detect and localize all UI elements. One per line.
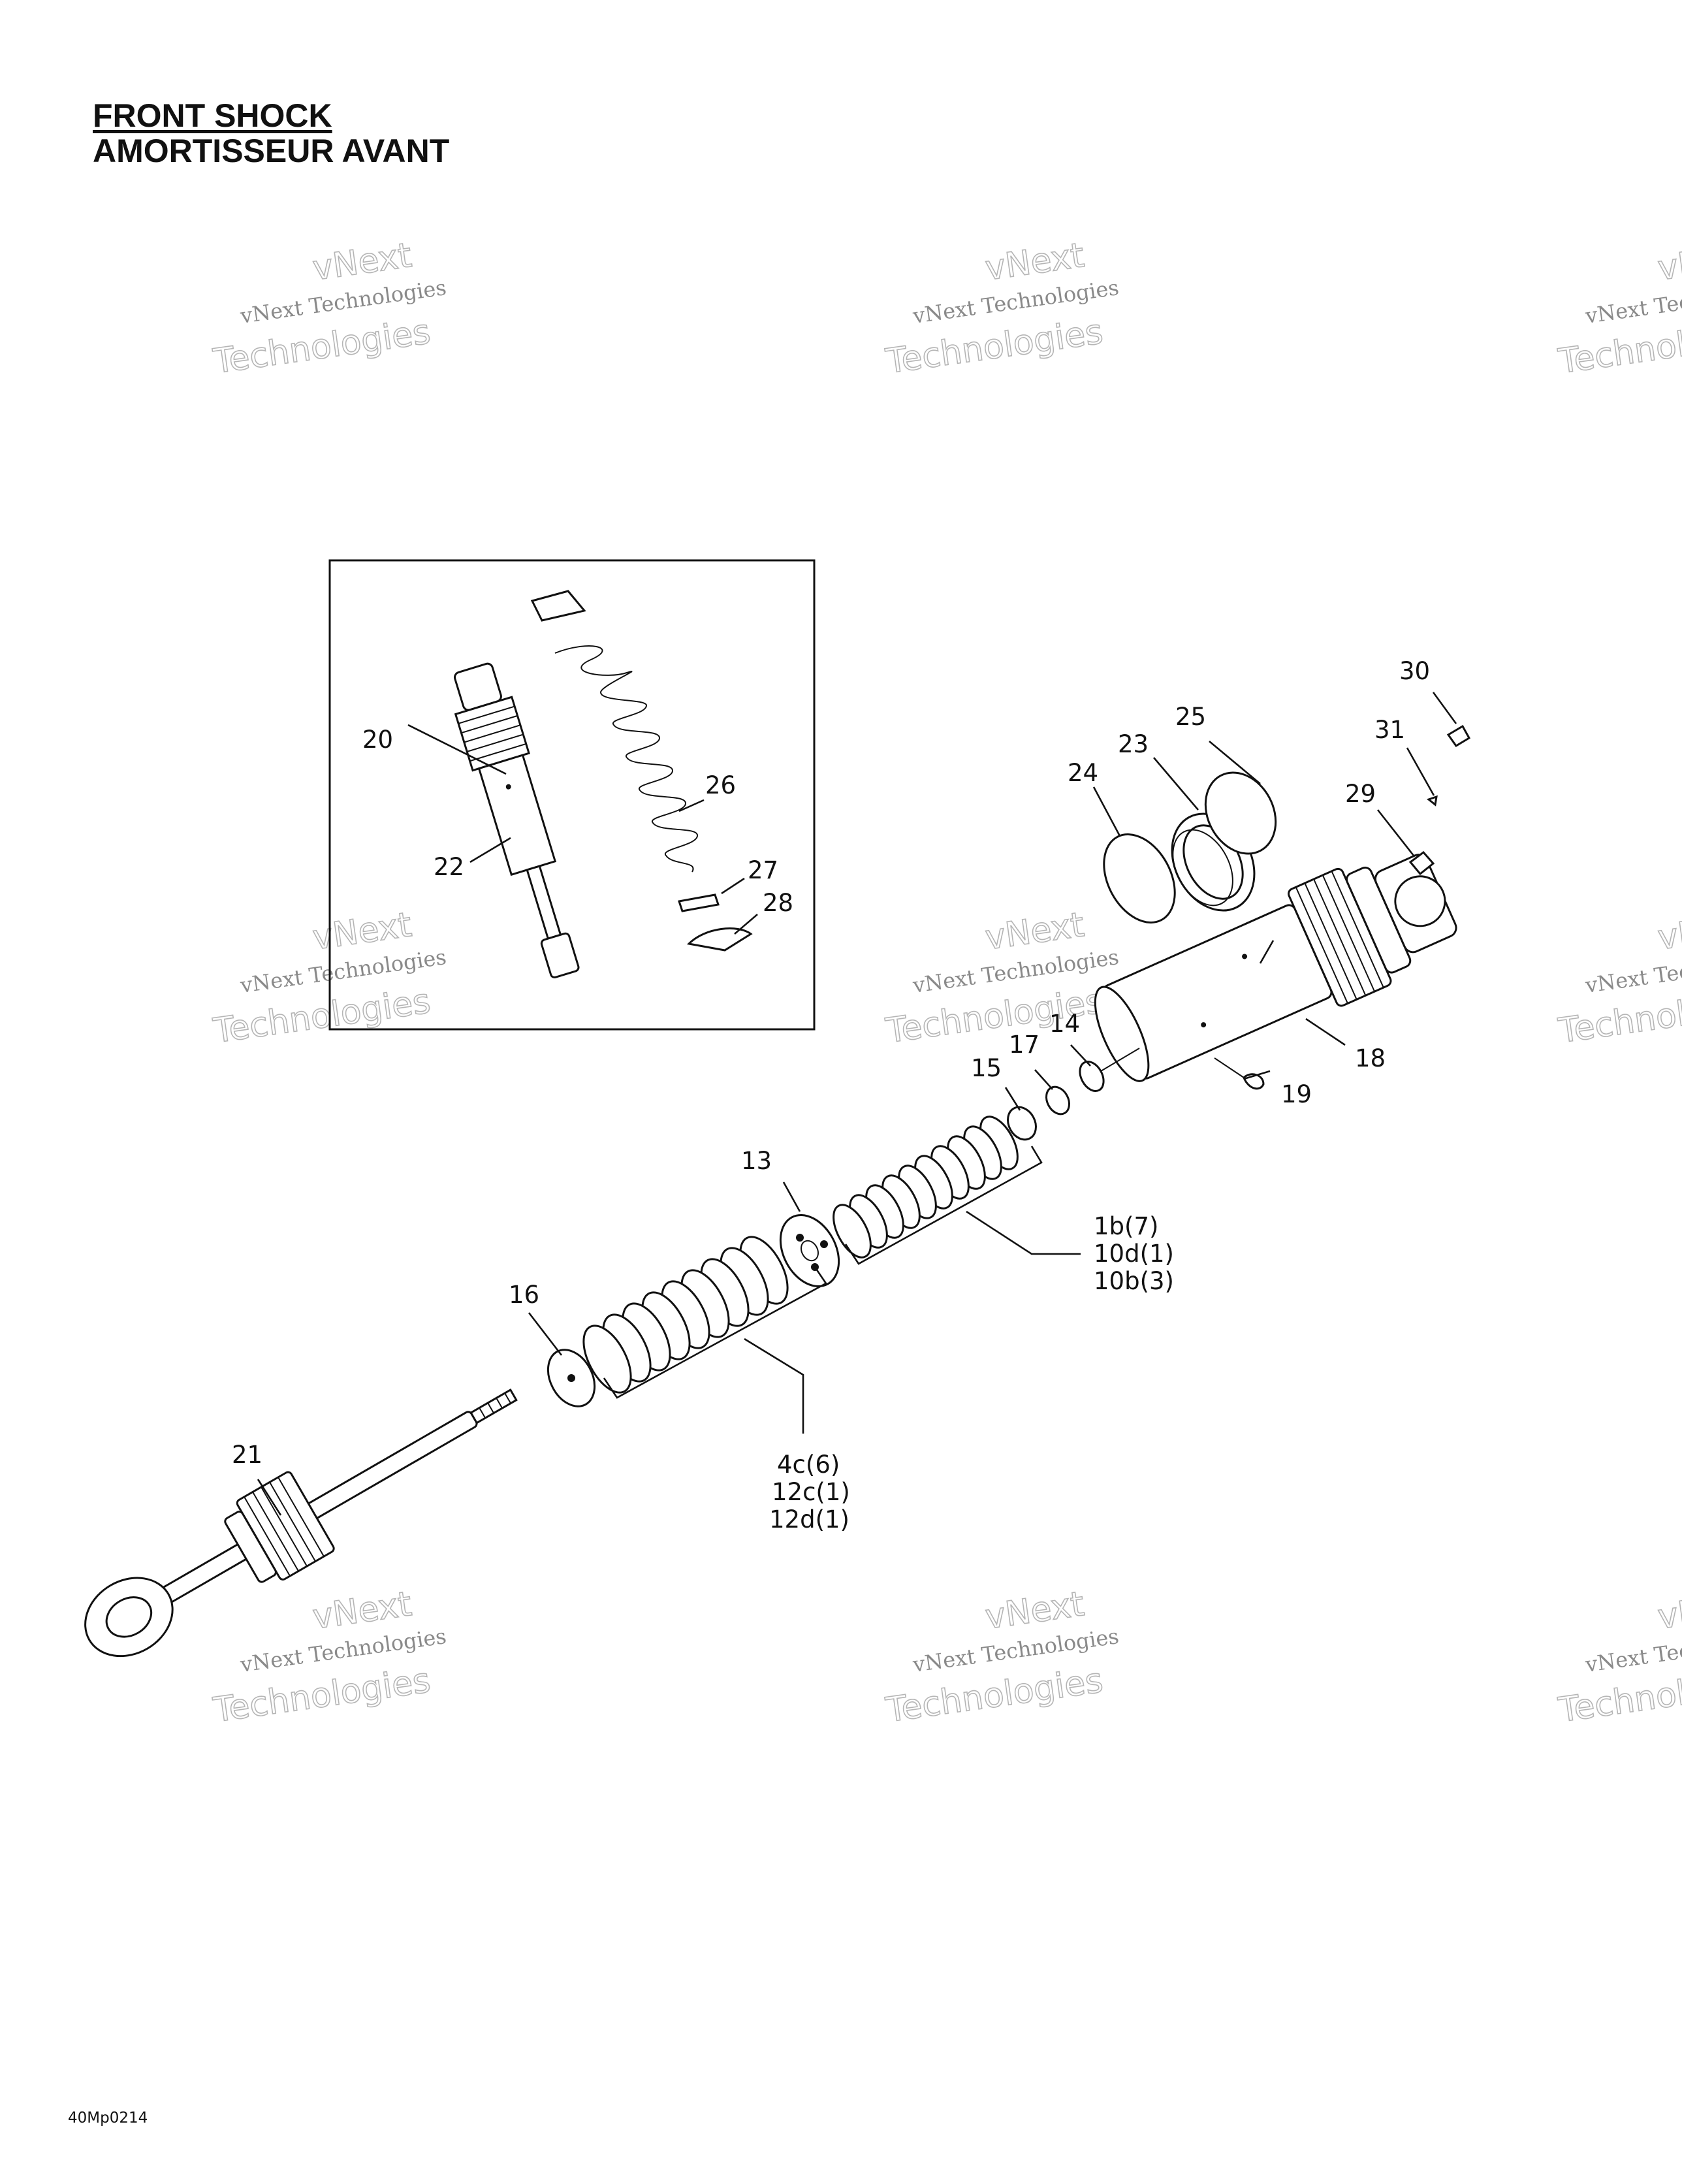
group-upper-line-1: 1b(7) [1094, 1212, 1158, 1240]
watermark-brand: vNext [983, 236, 1087, 289]
watermark: vNext vNext Technologies Technologies [1555, 1584, 1682, 1731]
watermark: vNext vNext Technologies Technologies [883, 1584, 1120, 1731]
inset-assembly [328, 559, 816, 1031]
group-lower-line-2: 12c(1) [772, 1478, 850, 1506]
watermark: vNext vNext Technologies Technologies [883, 905, 1120, 1052]
callout-labels: 20 22 26 27 28 30 31 29 25 23 24 18 19 1… [232, 657, 1430, 1534]
group-upper-line-3: 10b(3) [1094, 1267, 1174, 1295]
callout-21: 21 [232, 1441, 262, 1469]
watermark: vNext vNext Technologies Technologies [1555, 235, 1682, 382]
callout-26: 26 [705, 771, 736, 799]
group-lower-line-1: 4c(6) [777, 1451, 840, 1479]
shock-cylinder [1094, 850, 1457, 1090]
spacer [1007, 1106, 1037, 1141]
reservoir-cap-group [1103, 724, 1471, 923]
part-axis [1214, 1057, 1245, 1078]
bleed-valve [1408, 850, 1435, 876]
callout-28: 28 [763, 889, 793, 917]
lower-shim-stack [582, 1236, 789, 1394]
callout-31: 31 [1374, 716, 1405, 744]
piston-nut [1079, 1061, 1105, 1092]
callout-17: 17 [1009, 1031, 1039, 1059]
drawing-code: 40Mp0214 [68, 2110, 148, 2127]
leader-lines [257, 692, 1457, 1516]
watermark-brand: vNext [1655, 905, 1682, 958]
callout-13: 13 [741, 1147, 772, 1175]
callout-30: 30 [1399, 657, 1430, 685]
callout-25: 25 [1175, 703, 1206, 731]
inset-shock-body [453, 662, 580, 979]
group-lower-line-3: 12d(1) [769, 1505, 849, 1534]
watermark-brand: vNext [1655, 1584, 1682, 1637]
callout-14: 14 [1049, 1010, 1080, 1038]
group-upper-line-2: 10d(1) [1094, 1240, 1174, 1268]
valve-cap [1446, 724, 1471, 748]
watermark-brand: vNext [310, 1584, 414, 1637]
callout-23: 23 [1118, 730, 1149, 758]
title-block: FRONT SHOCK AMORTISSEUR AVANT [93, 98, 449, 169]
page-title: FRONT SHOCK [93, 97, 332, 134]
callout-24: 24 [1068, 759, 1098, 787]
valve-core [1426, 795, 1438, 807]
spring-seat [678, 893, 720, 912]
upper-shim-stack [833, 1116, 1019, 1259]
rod-components [547, 1048, 1140, 1407]
seal-disc [1204, 771, 1277, 855]
coil-spring [554, 645, 698, 873]
watermark-brand: vNext [310, 236, 414, 289]
shaft-assembly [84, 1389, 518, 1658]
callout-16: 16 [509, 1281, 539, 1309]
watermark-brand: vNext [1655, 236, 1682, 289]
callout-18: 18 [1355, 1044, 1386, 1072]
washer [1045, 1085, 1071, 1116]
callout-19: 19 [1281, 1080, 1312, 1108]
callout-29: 29 [1345, 780, 1376, 808]
callout-15: 15 [971, 1054, 1002, 1082]
watermark-brand: vNext [310, 905, 414, 958]
spring-retainer [686, 927, 753, 952]
watermark: vNext vNext Technologies Technologies [883, 235, 1120, 382]
watermark: vNext vNext Technologies Technologies [1555, 905, 1682, 1052]
watermark: vNext vNext Technologies Technologies [210, 1584, 448, 1731]
watermark: vNext vNext Technologies Technologies [210, 235, 448, 382]
watermark-brand: vNext [983, 905, 1087, 958]
spring-cap [530, 590, 586, 622]
o-ring [1103, 833, 1176, 923]
callout-22: 22 [434, 853, 464, 881]
watermark-layer: vNext vNext Technologies Technologies vN… [210, 235, 1682, 1731]
page-subtitle: AMORTISSEUR AVANT [93, 133, 450, 169]
callout-27: 27 [748, 856, 778, 884]
watermark-brand: vNext [983, 1584, 1087, 1637]
inset-frame [328, 559, 816, 1031]
callout-20: 20 [362, 726, 393, 754]
